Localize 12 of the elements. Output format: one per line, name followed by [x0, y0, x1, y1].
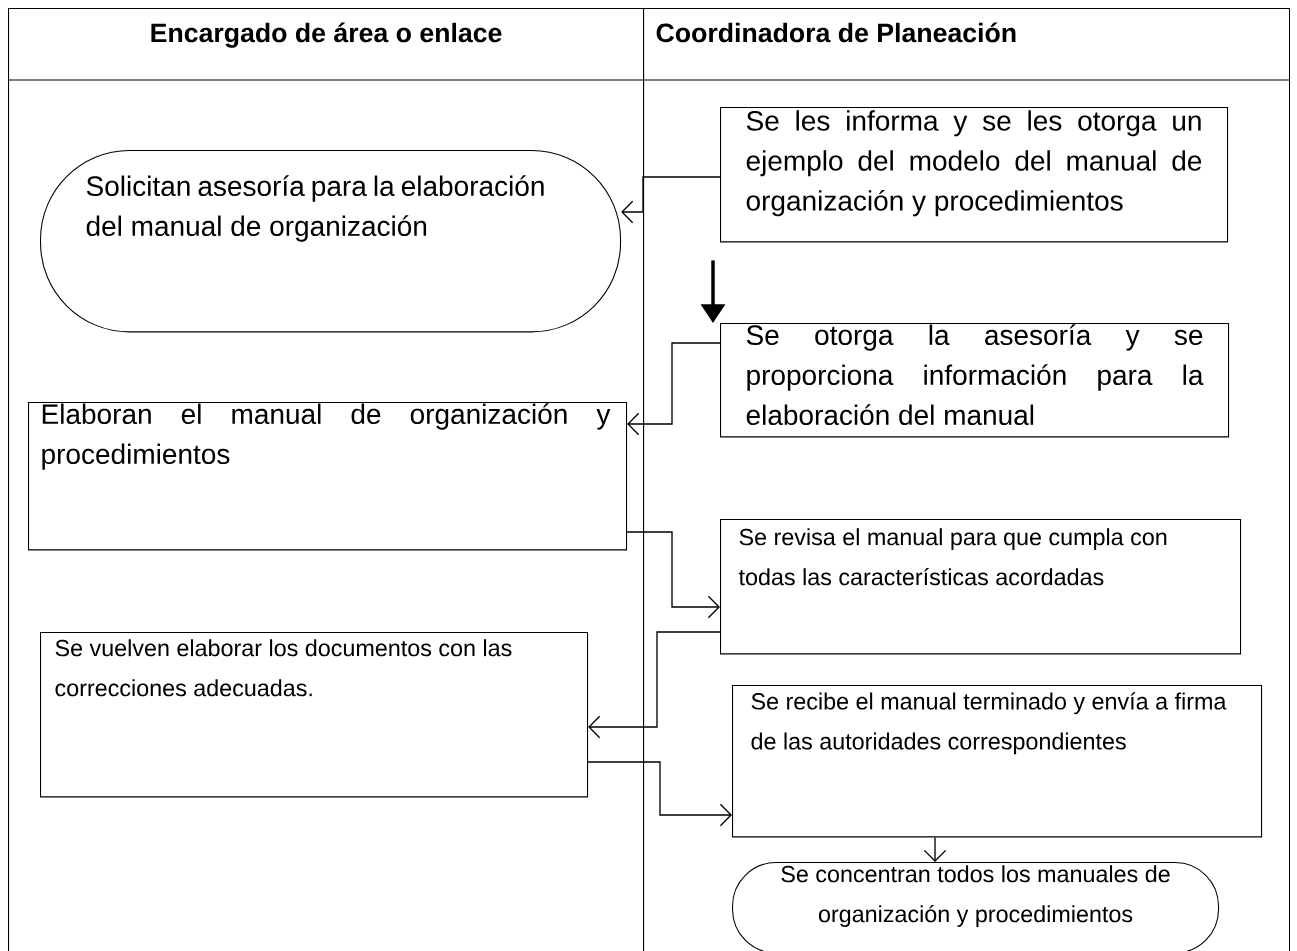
- arrow: [626, 531, 720, 619]
- process-box: Elaboran el manual de organización y procedimientos: [28, 402, 628, 551]
- process-box: Se recibe el manual terminado y envía a firma de las autoridades correspondientes: [732, 685, 1263, 838]
- process-box: Se otorga la asesoría y se proporciona información para la elaboración del manual: [720, 323, 1230, 438]
- arrow: [923, 836, 947, 862]
- arrow: [627, 342, 721, 436]
- arrow: [587, 761, 732, 827]
- process-box: Se vuelven elaborar los documentos con las correcciones adecuadas.: [40, 632, 589, 798]
- arrow: [588, 631, 721, 739]
- process-box: Se revisa el manual para que cumpla con todas las características acordadas: [720, 519, 1242, 655]
- arrow: [621, 176, 721, 224]
- process-box: Se les informa y se les otorga un ejemplo del modelo del manual de organización y procedimientos: [720, 107, 1229, 243]
